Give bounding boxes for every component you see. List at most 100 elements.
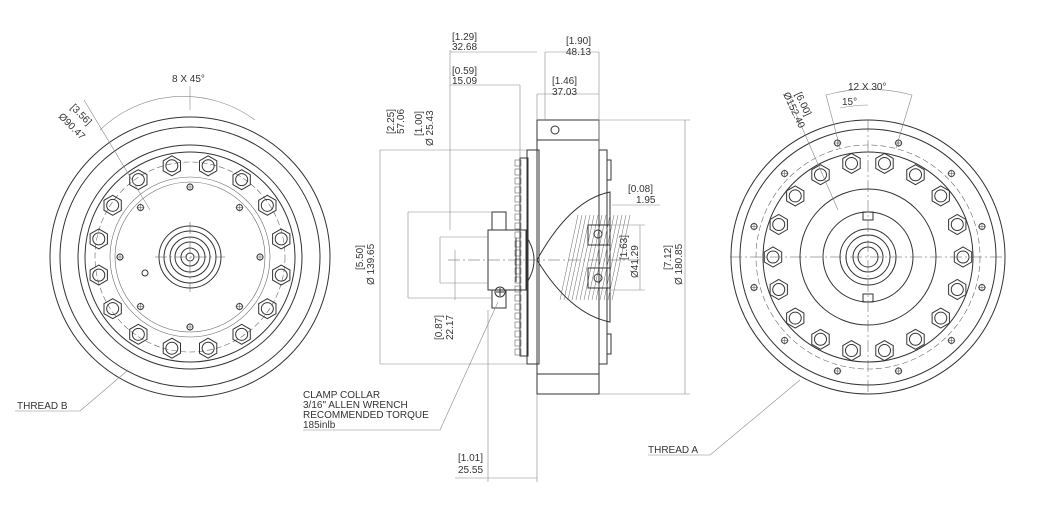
note-line-4: 185inlb (303, 420, 336, 431)
bolt-head (786, 185, 805, 207)
bolt-head (258, 194, 277, 216)
flange-tooth (514, 204, 522, 212)
bolt-washer (106, 198, 120, 212)
flange-tooth (514, 348, 522, 356)
bolt-head (948, 278, 967, 301)
bolt-head (258, 298, 277, 320)
hatch-line (599, 214, 619, 301)
angle-offset-right: 15° (842, 97, 857, 108)
bolt-washer (201, 159, 215, 173)
left-mount-holes (116, 183, 264, 331)
right-front-view (648, 89, 1006, 456)
bolt-head (89, 228, 108, 250)
right-bolt-circle (763, 152, 973, 362)
bolt-washer (788, 189, 802, 203)
bolt-head (953, 246, 973, 268)
bolt-washer (131, 327, 145, 341)
bolt-washer (772, 282, 786, 296)
bolt-washer (950, 282, 964, 296)
bolt-head (129, 169, 148, 191)
hatch-line (579, 214, 599, 301)
bolt-washer (788, 311, 802, 325)
dim-129-in: [1.29] (452, 32, 477, 43)
bolt-head (875, 340, 894, 362)
dim-190-in: [1.90] (566, 36, 591, 47)
dim-059-in: [0.59] (452, 66, 477, 77)
dim-146-mm: 37.03 (552, 87, 577, 98)
bolt-washer (165, 159, 179, 173)
bolt-head (931, 307, 950, 329)
bolt-washer (260, 302, 274, 316)
flange-teeth (514, 159, 522, 356)
bolt-head (162, 155, 181, 177)
hatch-line (575, 214, 595, 301)
flange-tooth (514, 240, 522, 248)
left-bolt-circle (89, 155, 291, 359)
bolt-head (811, 328, 830, 350)
bolt-head (272, 228, 291, 250)
bolt-head (875, 152, 894, 174)
dim-087-mm: 22.17 (445, 315, 456, 340)
left-front-view (15, 86, 331, 412)
dim-101-in: [1.01] (458, 453, 483, 464)
flange-tooth (514, 186, 522, 194)
hatch-line (607, 214, 627, 301)
bolt-washer (106, 302, 120, 316)
bolt-head (129, 323, 148, 345)
bolt-head (786, 307, 805, 329)
dim-225-in: [2.25] (386, 109, 397, 134)
bolt-head (232, 323, 251, 345)
flange-tooth (514, 258, 522, 266)
dim-008-in: [0.08] (628, 184, 653, 195)
bolt-washer (934, 189, 948, 203)
bolt-washer (92, 268, 106, 282)
bolt-washer (131, 173, 145, 187)
bolt-washer (909, 168, 922, 182)
bolt-head (948, 213, 967, 236)
bolt-head (162, 337, 181, 359)
dim-163-mm: Ø41.29 (630, 245, 641, 278)
hatch-line (595, 214, 615, 301)
bolt-washer (235, 173, 249, 187)
bolt-washer (201, 341, 215, 355)
bolt-washer (909, 332, 922, 346)
flange-tooth (514, 339, 522, 347)
bolt-head (199, 155, 218, 177)
dim-550-mm: Ø 139.65 (366, 243, 377, 285)
bolt-washer (814, 168, 827, 182)
bolt-head (842, 340, 861, 362)
flange-tooth (514, 330, 522, 338)
bolt-washer (165, 341, 179, 355)
bolt-head (272, 264, 291, 286)
dim-059-mm: 15.09 (452, 76, 477, 87)
hatch-line (603, 214, 623, 301)
bolt-washer (274, 232, 288, 246)
flange-tooth (514, 159, 522, 167)
bolt-washer (235, 327, 249, 341)
bolt-washer (92, 232, 106, 246)
bolt-washer (274, 268, 288, 282)
thread-b-label: THREAD B (17, 401, 68, 412)
hatch-line (583, 214, 603, 301)
flange-tooth (514, 168, 522, 176)
flange-tooth (514, 213, 522, 221)
bolt-washer (260, 198, 274, 212)
hatch-line (611, 214, 631, 301)
hatch-line (559, 214, 579, 301)
flange-tooth (514, 222, 522, 230)
flange-tooth (514, 249, 522, 257)
bolt-washer (845, 156, 859, 170)
bolt-head (199, 337, 218, 359)
hatch-line (563, 214, 583, 301)
thread-a-label: THREAD A (648, 445, 698, 456)
dim-100-in: [1.00] (414, 111, 425, 136)
dim-100-mm: Ø 25.43 (425, 110, 436, 146)
dim-163-in: [1.63] (619, 235, 630, 260)
flange-tooth (514, 321, 522, 329)
bolt-washer (772, 218, 786, 232)
dim-225-mm: 57.06 (396, 109, 407, 134)
flange-tooth (514, 294, 522, 302)
dim-008-mm: 1.95 (636, 195, 656, 206)
hatch-line (591, 214, 611, 301)
bolt-head (769, 213, 788, 236)
